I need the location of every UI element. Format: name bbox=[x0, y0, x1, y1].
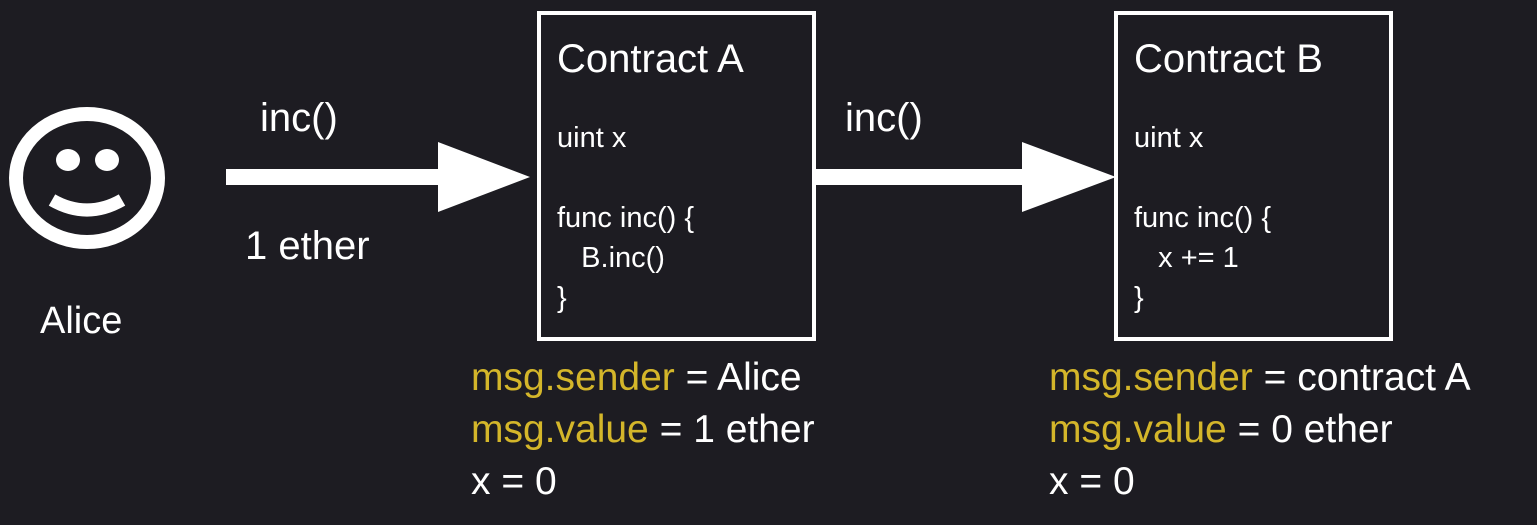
contract-b-info-x: x = 0 bbox=[1049, 460, 1135, 504]
contract-a-code-line: B.inc() bbox=[557, 242, 665, 274]
msg-value-key: msg.value bbox=[471, 408, 649, 451]
contract-b-box bbox=[1114, 11, 1393, 341]
contract-b-code-line: } bbox=[1134, 282, 1144, 314]
msg-sender-key: msg.sender bbox=[1049, 356, 1253, 399]
x-value: x = 0 bbox=[1049, 460, 1135, 503]
contract-b-code-line: x += 1 bbox=[1134, 242, 1239, 274]
contract-b-title: Contract B bbox=[1134, 37, 1323, 81]
contract-a-code-line: } bbox=[557, 282, 567, 314]
msg-value-value: = 1 ether bbox=[648, 408, 815, 451]
call-arrow-alice-to-a bbox=[226, 142, 530, 212]
call-label-alice-to-a: inc() bbox=[260, 96, 338, 140]
contract-a-info-x: x = 0 bbox=[471, 460, 557, 504]
contract-b-info-value: msg.value = 0 ether bbox=[1049, 408, 1393, 452]
contract-a-code-line: uint x bbox=[557, 122, 627, 154]
call-arrow-a-to-b bbox=[814, 142, 1116, 212]
msg-value-key: msg.value bbox=[1049, 408, 1227, 451]
value-label-alice-to-a: 1 ether bbox=[245, 224, 370, 268]
contract-b-code-line: func inc() { bbox=[1134, 202, 1271, 234]
contract-b-info-sender: msg.sender = contract A bbox=[1049, 356, 1471, 400]
x-value: x = 0 bbox=[471, 460, 557, 503]
msg-value-value: = 0 ether bbox=[1226, 408, 1393, 451]
contract-a-title: Contract A bbox=[557, 37, 744, 81]
contract-a-info-value: msg.value = 1 ether bbox=[471, 408, 815, 452]
actor-name: Alice bbox=[40, 300, 123, 342]
msg-sender-value: = contract A bbox=[1252, 356, 1471, 399]
contract-b-code-line: uint x bbox=[1134, 122, 1204, 154]
msg-sender-value: = Alice bbox=[674, 356, 802, 399]
contract-a-code-line: func inc() { bbox=[557, 202, 694, 234]
call-label-a-to-b: inc() bbox=[845, 96, 923, 140]
contract-a-info-sender: msg.sender = Alice bbox=[471, 356, 802, 400]
msg-sender-key: msg.sender bbox=[471, 356, 675, 399]
smiley-face-icon bbox=[9, 107, 165, 249]
